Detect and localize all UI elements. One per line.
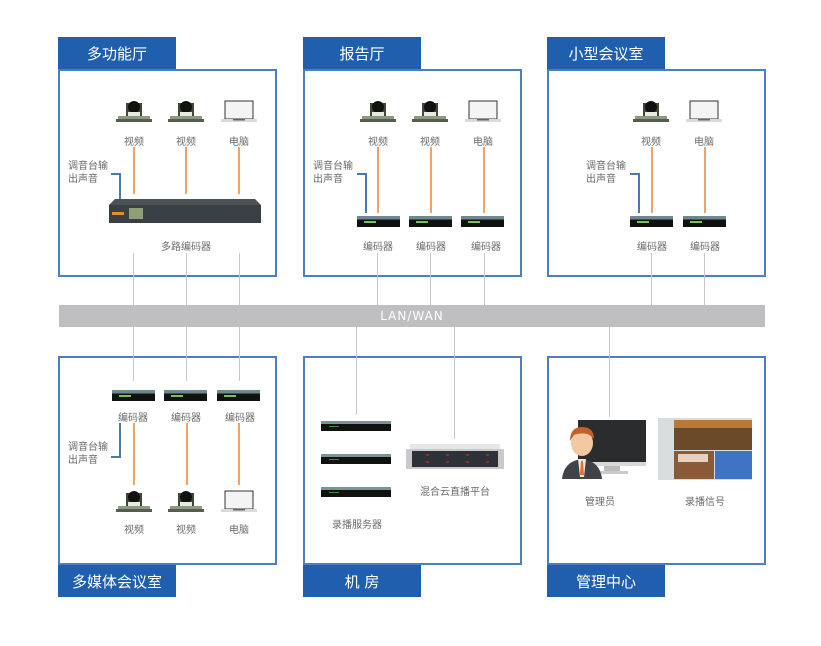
admin-label: 管理员 bbox=[585, 497, 615, 508]
device-label: 视频 bbox=[176, 525, 196, 536]
device-label: 视频 bbox=[176, 137, 196, 148]
network-line bbox=[186, 327, 187, 381]
recording-server-icon bbox=[321, 421, 391, 431]
camera-icon bbox=[166, 99, 206, 125]
network-line bbox=[454, 327, 455, 439]
network-line bbox=[430, 253, 431, 305]
encoder-label: 编码器 bbox=[637, 242, 667, 253]
tab-small-meeting-room: 小型会议室 bbox=[547, 37, 665, 69]
encoder-label: 编码器 bbox=[225, 413, 255, 424]
device-label: 视频 bbox=[124, 137, 144, 148]
signal-line bbox=[186, 423, 188, 485]
signal-line bbox=[704, 147, 706, 213]
encoder-icon bbox=[683, 216, 726, 227]
device-label: 视频 bbox=[124, 525, 144, 536]
audio-note-line: 调音台输 bbox=[68, 161, 108, 172]
recording-servers-label: 录播服务器 bbox=[332, 520, 382, 531]
network-line bbox=[484, 253, 485, 305]
encoder-label: 编码器 bbox=[416, 242, 446, 253]
network-line bbox=[239, 253, 240, 305]
device-label: 电脑 bbox=[694, 137, 714, 148]
audio-note: 调音台输 出声音 bbox=[68, 160, 108, 186]
cloud-platform-server-icon bbox=[406, 444, 504, 469]
signal-line bbox=[651, 147, 653, 213]
admin-workstation-icon bbox=[562, 420, 646, 479]
tab-multimedia-meeting-room: 多媒体会议室 bbox=[58, 565, 176, 597]
audio-connector bbox=[357, 173, 367, 213]
camera-icon bbox=[631, 99, 671, 125]
encoder-icon bbox=[112, 390, 155, 401]
audio-note-line: 调音台输 bbox=[313, 161, 353, 172]
encoder-icon bbox=[409, 216, 452, 227]
audio-note-line: 出声音 bbox=[586, 174, 616, 185]
audio-note-line: 调音台输 bbox=[586, 161, 626, 172]
device-label: 视频 bbox=[420, 137, 440, 148]
audio-connector bbox=[111, 423, 121, 458]
audio-note-line: 出声音 bbox=[68, 174, 98, 185]
encoder-icon bbox=[217, 390, 260, 401]
tab-report-hall: 报告厅 bbox=[303, 37, 421, 69]
tab-multi-function-hall: 多功能厅 bbox=[58, 37, 176, 69]
device-label: 视频 bbox=[641, 137, 661, 148]
encoder-icon bbox=[630, 216, 673, 227]
laptop-icon bbox=[219, 99, 259, 125]
laptop-icon bbox=[463, 99, 503, 125]
device-label: 电脑 bbox=[229, 137, 249, 148]
network-line bbox=[704, 253, 705, 305]
recording-server-icon bbox=[321, 454, 391, 464]
signal-line bbox=[238, 147, 240, 194]
camera-icon bbox=[410, 99, 450, 125]
encoder-label: 编码器 bbox=[471, 242, 501, 253]
lan-wan-bar: LAN/WAN bbox=[59, 305, 765, 327]
network-line bbox=[651, 253, 652, 305]
recording-signal-label: 录播信号 bbox=[685, 497, 725, 508]
lan-wan-label: LAN/WAN bbox=[380, 309, 444, 323]
tab-server-room: 机 房 bbox=[303, 565, 421, 597]
signal-line bbox=[430, 147, 432, 213]
network-line bbox=[133, 327, 134, 381]
device-label: 电脑 bbox=[473, 137, 493, 148]
recording-server-icon bbox=[321, 487, 391, 497]
signal-line bbox=[377, 147, 379, 213]
audio-connector bbox=[111, 173, 121, 200]
laptop-icon bbox=[219, 489, 259, 515]
audio-note: 调音台输 出声音 bbox=[68, 441, 108, 467]
network-line bbox=[377, 253, 378, 305]
network-line bbox=[609, 327, 610, 417]
signal-line bbox=[238, 423, 240, 485]
audio-note-line: 调音台输 bbox=[68, 442, 108, 453]
audio-note-line: 出声音 bbox=[313, 174, 343, 185]
encoder-label: 多路编码器 bbox=[161, 242, 211, 253]
encoder-label: 编码器 bbox=[363, 242, 393, 253]
encoder-icon bbox=[357, 216, 400, 227]
device-label: 视频 bbox=[368, 137, 388, 148]
encoder-label: 编码器 bbox=[118, 413, 148, 424]
audio-note-line: 出声音 bbox=[68, 455, 98, 466]
signal-line bbox=[483, 147, 485, 213]
camera-icon bbox=[166, 489, 206, 515]
camera-icon bbox=[358, 99, 398, 125]
audio-note: 调音台输 出声音 bbox=[586, 160, 626, 186]
network-line bbox=[239, 327, 240, 381]
tab-management-center: 管理中心 bbox=[547, 565, 665, 597]
encoder-icon bbox=[164, 390, 207, 401]
signal-line bbox=[133, 423, 135, 485]
encoder-icon bbox=[461, 216, 504, 227]
camera-icon bbox=[114, 489, 154, 515]
network-line bbox=[186, 253, 187, 305]
camera-icon bbox=[114, 99, 154, 125]
audio-note: 调音台输 出声音 bbox=[313, 160, 353, 186]
network-line bbox=[133, 253, 134, 305]
audio-connector bbox=[630, 173, 640, 213]
encoder-label: 编码器 bbox=[690, 242, 720, 253]
cloud-platform-label: 混合云直播平台 bbox=[420, 487, 490, 498]
recording-signal-thumbnail bbox=[658, 418, 752, 480]
multi-encoder-icon bbox=[109, 199, 261, 223]
device-label: 电脑 bbox=[229, 525, 249, 536]
network-line bbox=[356, 327, 357, 415]
laptop-icon bbox=[684, 99, 724, 125]
signal-line bbox=[133, 147, 135, 194]
encoder-label: 编码器 bbox=[171, 413, 201, 424]
signal-line bbox=[185, 147, 187, 194]
